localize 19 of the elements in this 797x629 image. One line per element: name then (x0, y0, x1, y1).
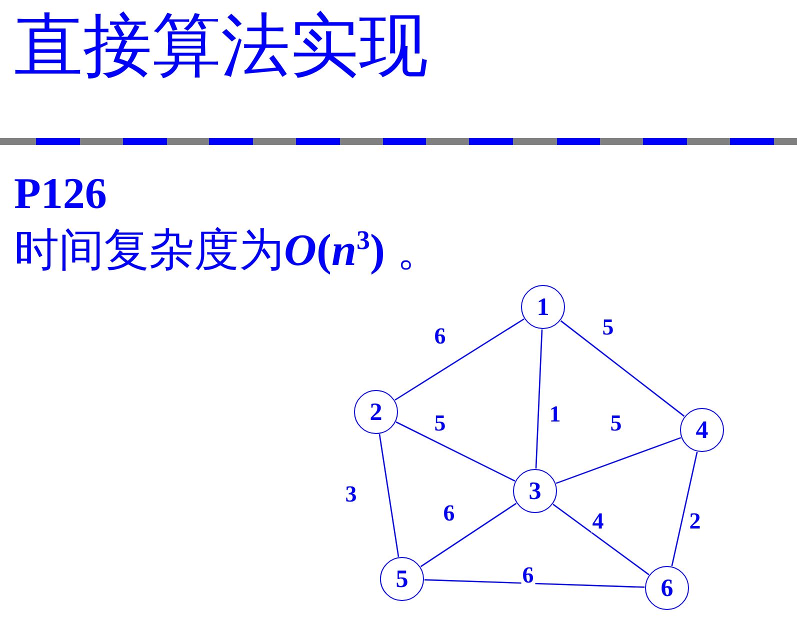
edge-line (556, 437, 682, 484)
edge-line (560, 320, 685, 417)
edge-line (424, 579, 645, 588)
edge-line (394, 318, 524, 401)
vertex-circle: 4 (680, 408, 724, 452)
vertex-circle: 1 (521, 285, 565, 329)
complexity-note: 时间复杂度为O(n$^{3}$) 。 (14, 228, 442, 273)
page-number: P126 (14, 172, 107, 216)
vertex-circle: 2 (354, 390, 398, 434)
edge-line (396, 421, 516, 482)
page-title: 直接算法实现 (14, 12, 428, 81)
edge-line (552, 504, 650, 576)
vertex-circle: 5 (380, 557, 424, 601)
vertex-circle: 3 (513, 469, 557, 513)
edge-line (671, 452, 698, 566)
vertex-circle: 6 (645, 566, 689, 610)
edge-line (535, 329, 543, 469)
edge-line (420, 502, 517, 568)
edge-line (378, 434, 400, 557)
